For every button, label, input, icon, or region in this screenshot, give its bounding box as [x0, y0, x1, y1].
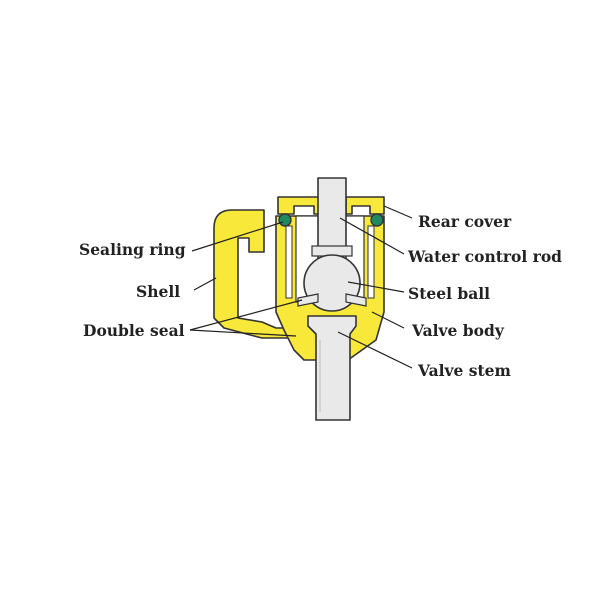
- label-rear-cover: Rear cover: [418, 212, 512, 231]
- label-double-seal: Double seal: [83, 321, 185, 340]
- leader-rear-cover: [383, 205, 413, 219]
- leader-steel-ball: [347, 281, 405, 293]
- sealing-ring-left: [278, 213, 292, 227]
- leader-sealing-ring: [191, 221, 284, 252]
- leader-water-control-rod: [339, 217, 405, 255]
- label-steel-ball: Steel ball: [408, 284, 490, 303]
- double-seal-part-right: [345, 293, 367, 307]
- leader-valve-body: [371, 311, 405, 329]
- label-shell: Shell: [136, 282, 180, 301]
- label-water-control-rod: Water control rod: [407, 247, 562, 266]
- valve-stem-part: [307, 315, 357, 421]
- leader-double-seal-b: [189, 329, 297, 337]
- double-seal-part: [297, 293, 319, 307]
- label-sealing-ring: Sealing ring: [79, 240, 186, 259]
- label-valve-body: Valve body: [411, 321, 505, 340]
- side-channel-left: [285, 225, 293, 299]
- label-valve-stem: Valve stem: [417, 361, 512, 380]
- leader-shell: [193, 277, 217, 291]
- sealing-ring-right: [370, 213, 384, 227]
- leader-valve-stem: [337, 331, 413, 369]
- leader-double-seal-a: [189, 299, 303, 331]
- side-channel-right: [367, 225, 375, 299]
